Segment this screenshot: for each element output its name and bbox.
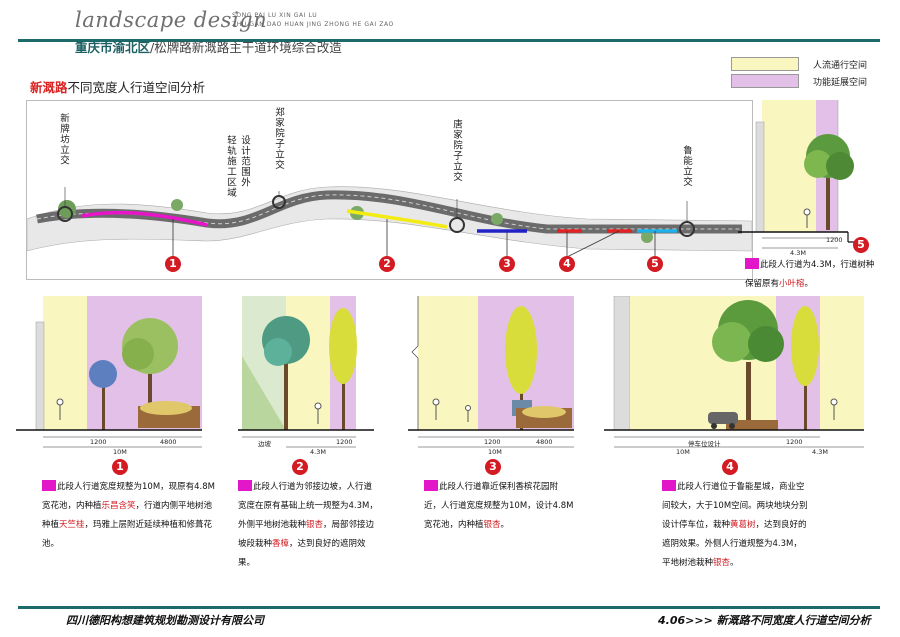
section-1-drawing — [16, 296, 202, 448]
section-4-drawing — [604, 296, 864, 448]
pink-marker-icon — [424, 480, 438, 491]
section-3-description: 此段人行道靠近保利香槟花园附近，人行道宽度规整为10M，设计4.8M宽花池，内种… — [424, 480, 574, 530]
section-4-total-left: 10M — [676, 448, 690, 456]
section-1-total: 10M — [113, 448, 127, 456]
legend-label-function: 功能延展空间 — [813, 78, 868, 88]
section-1-description: 此段人行道宽度规整为10M，现原有4.8M宽花池，内种植乐昌含笑，行道内侧平地树… — [42, 480, 216, 549]
header-project-title: 重庆市渝北区/松牌路新溉路主干道环境综合改造 — [75, 40, 342, 55]
section-5-dim-1: 1200 — [826, 236, 843, 244]
label-zhengjia: 郑家院子立交 — [273, 107, 284, 170]
pink-marker-icon — [238, 480, 252, 491]
pink-marker-icon — [745, 258, 759, 269]
section-2-description: 此段人行道为邻接边坡，人行道宽度在原有基础上统一规整为4.3M，外侧平地树池栽种… — [238, 480, 378, 568]
map-marker-4: 4 — [559, 256, 575, 272]
footer-company: 四川德阳构想建筑规划勘测设计有限公司 — [66, 614, 264, 627]
footer-page-label: 4.06>>> 新溉路不同宽度人行道空间分析 — [658, 614, 871, 627]
section-4-total-right: 4.3M — [812, 448, 828, 456]
section-title: 新溉路不同宽度人行道空间分析 — [30, 80, 206, 95]
header-rule — [18, 39, 880, 42]
header-pinyin-2: ZHU GAN DAO HUAN JING ZHONG HE GAI ZAO — [232, 21, 394, 28]
section-1-dim-2: 4800 — [160, 438, 177, 446]
label-light-rail: 轻轨施工区域 — [225, 135, 236, 198]
section-3-total: 10M — [488, 448, 502, 456]
section-2-drawing — [238, 296, 374, 448]
legend-label-walk: 人流通行空间 — [813, 61, 868, 71]
label-xinpaifang: 新牌坊立交 — [58, 113, 69, 166]
section-4-number: 4 — [722, 459, 738, 475]
header-script-title: landscape design — [75, 8, 268, 32]
section-2-total: 4.3M — [310, 448, 326, 456]
header-pinyin-1: SONG PAI LU XIN GAI LU — [232, 12, 318, 19]
map-marker-2: 2 — [379, 256, 395, 272]
section-2-number: 2 — [292, 459, 308, 475]
section-2-dim-2: 1200 — [336, 438, 353, 446]
section-4-dim-2: 1200 — [786, 438, 803, 446]
section-3-drawing — [408, 296, 574, 448]
footer-rule — [18, 606, 880, 609]
section-5-number: 5 — [853, 237, 869, 253]
pink-marker-icon — [42, 480, 56, 491]
pink-marker-icon — [662, 480, 676, 491]
route-map: 新牌坊立交 轻轨施工区域 设计范围外 郑家院子立交 唐家院子立交 鲁能立交 1 … — [26, 100, 753, 280]
section-1-number: 1 — [112, 459, 128, 475]
section-4-description: 此段人行道位于鲁能星城，商业空间较大，大于10M空间。两块地块分别设计停车位，栽… — [662, 480, 808, 568]
map-marker-5: 5 — [647, 256, 663, 272]
section-4-dim-1: 停车位设计 — [688, 440, 721, 448]
section-2-dim-1: 边坡 — [258, 440, 271, 448]
section-3-dim-2: 4800 — [536, 438, 553, 446]
map-marker-3: 3 — [499, 256, 515, 272]
map-marker-1: 1 — [165, 256, 181, 272]
section-1-dim-1: 1200 — [90, 438, 107, 446]
section-3-number: 3 — [485, 459, 501, 475]
section-5-total: 4.3M — [790, 249, 806, 257]
legend-swatch-function — [731, 74, 799, 88]
section-3-dim-1: 1200 — [484, 438, 501, 446]
section-5-description: 此段人行道为4.3M，行道树种保留原有小叶榕。 — [745, 258, 875, 289]
label-design-scope: 设计范围外 — [239, 135, 250, 188]
label-luneng: 鲁能立交 — [681, 145, 692, 187]
section-5-drawing — [738, 100, 868, 249]
legend-swatch-walk — [731, 57, 799, 71]
label-tangjia: 唐家院子立交 — [451, 119, 462, 182]
